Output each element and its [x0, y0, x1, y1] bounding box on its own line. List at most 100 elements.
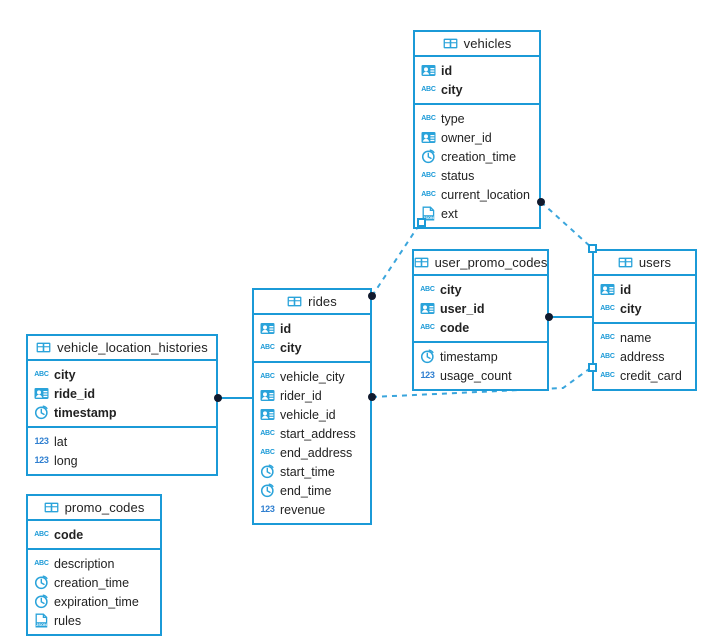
- primary-key-row-rides-id[interactable]: id: [254, 319, 370, 338]
- column-name: usage_count: [440, 368, 512, 383]
- primary-key-row-vehicle_location_histories-ride_id[interactable]: ride_id: [28, 384, 216, 403]
- column-row-rides-vehicle_id[interactable]: vehicle_id: [254, 405, 370, 424]
- abc-icon: ABC: [420, 324, 435, 331]
- number-icon: 123: [34, 436, 49, 446]
- table-header-rides[interactable]: rides: [254, 290, 370, 315]
- column-name: end_address: [280, 445, 353, 460]
- table-header-vehicle_location_histories[interactable]: vehicle_location_histories: [28, 336, 216, 361]
- column-name: city: [54, 367, 76, 382]
- table-title: vehicles: [463, 36, 512, 51]
- column-row-vehicles-owner_id[interactable]: owner_id: [415, 128, 539, 147]
- column-name: rules: [54, 613, 82, 628]
- clock-icon: [34, 594, 49, 609]
- column-name: vehicle_id: [280, 407, 336, 422]
- abc-icon: ABC: [421, 191, 436, 198]
- abc-icon: ABC: [421, 115, 436, 122]
- column-name: timestamp: [54, 405, 117, 420]
- column-name: user_id: [440, 301, 485, 316]
- primary-key-row-vehicle_location_histories-timestamp[interactable]: timestamp: [28, 403, 216, 422]
- key-id-icon: [260, 321, 275, 336]
- column-row-rides-rider_id[interactable]: rider_id: [254, 386, 370, 405]
- primary-key-row-user_promo_codes-user_id[interactable]: user_id: [414, 299, 547, 318]
- column-name: end_time: [280, 483, 332, 498]
- key-id-icon: [421, 130, 436, 145]
- column-name: expiration_time: [54, 594, 139, 609]
- primary-key-row-vehicles-id[interactable]: id: [415, 61, 539, 80]
- column-name: code: [440, 320, 470, 335]
- column-name: revenue: [280, 502, 326, 517]
- column-name: id: [280, 321, 292, 336]
- edge-vehicles-to-users: [540, 201, 593, 249]
- abc-icon: ABC: [600, 372, 615, 379]
- column-name: city: [440, 282, 462, 297]
- table-title: rides: [308, 294, 337, 309]
- primary-key-row-user_promo_codes-code[interactable]: ABC code: [414, 318, 547, 337]
- edge-endpoint-dot-rides-to-vehicles: [368, 292, 376, 300]
- edge-endpoint-dot-rides-to-users: [368, 393, 376, 401]
- column-row-promo_codes-rules[interactable]: JSON rules: [28, 611, 160, 630]
- table-header-users[interactable]: users: [594, 251, 695, 276]
- table-title: vehicle_location_histories: [57, 340, 208, 355]
- column-name: address: [620, 349, 665, 364]
- table-title: users: [638, 255, 672, 270]
- clock-icon: [421, 149, 436, 164]
- column-row-promo_codes-expiration_time[interactable]: expiration_time: [28, 592, 160, 611]
- column-row-rides-start_time[interactable]: start_time: [254, 462, 370, 481]
- edge-endpoint-square-rides-to-vehicles: [417, 218, 426, 227]
- abc-icon: ABC: [260, 430, 275, 437]
- column-row-rides-end_time[interactable]: end_time: [254, 481, 370, 500]
- column-name: owner_id: [441, 130, 492, 145]
- key-id-icon: [260, 388, 275, 403]
- json-icon: JSON: [34, 613, 49, 628]
- json-icon: JSON: [421, 206, 436, 221]
- column-row-promo_codes-creation_time[interactable]: creation_time: [28, 573, 160, 592]
- key-id-icon: [34, 386, 49, 401]
- column-name: city: [280, 340, 302, 355]
- column-row-user_promo_codes-timestamp[interactable]: timestamp: [414, 347, 547, 366]
- table-header-vehicles[interactable]: vehicles: [415, 32, 539, 57]
- column-name: type: [441, 111, 465, 126]
- column-name: rider_id: [280, 388, 322, 403]
- abc-icon: ABC: [600, 353, 615, 360]
- abc-icon: ABC: [600, 334, 615, 341]
- abc-icon: ABC: [421, 86, 436, 93]
- svg-text:JSON: JSON: [36, 622, 47, 627]
- svg-text:JSON: JSON: [423, 215, 434, 220]
- column-row-users-address[interactable]: ABC address: [594, 347, 695, 366]
- column-name: creation_time: [54, 575, 130, 590]
- column-row-vehicles-type[interactable]: ABC type: [415, 109, 539, 128]
- primary-key-row-users-id[interactable]: id: [594, 280, 695, 299]
- table-header-promo_codes[interactable]: promo_codes: [28, 496, 160, 521]
- column-row-vehicles-creation_time[interactable]: creation_time: [415, 147, 539, 166]
- table-header-user_promo_codes[interactable]: user_promo_codes: [414, 251, 547, 276]
